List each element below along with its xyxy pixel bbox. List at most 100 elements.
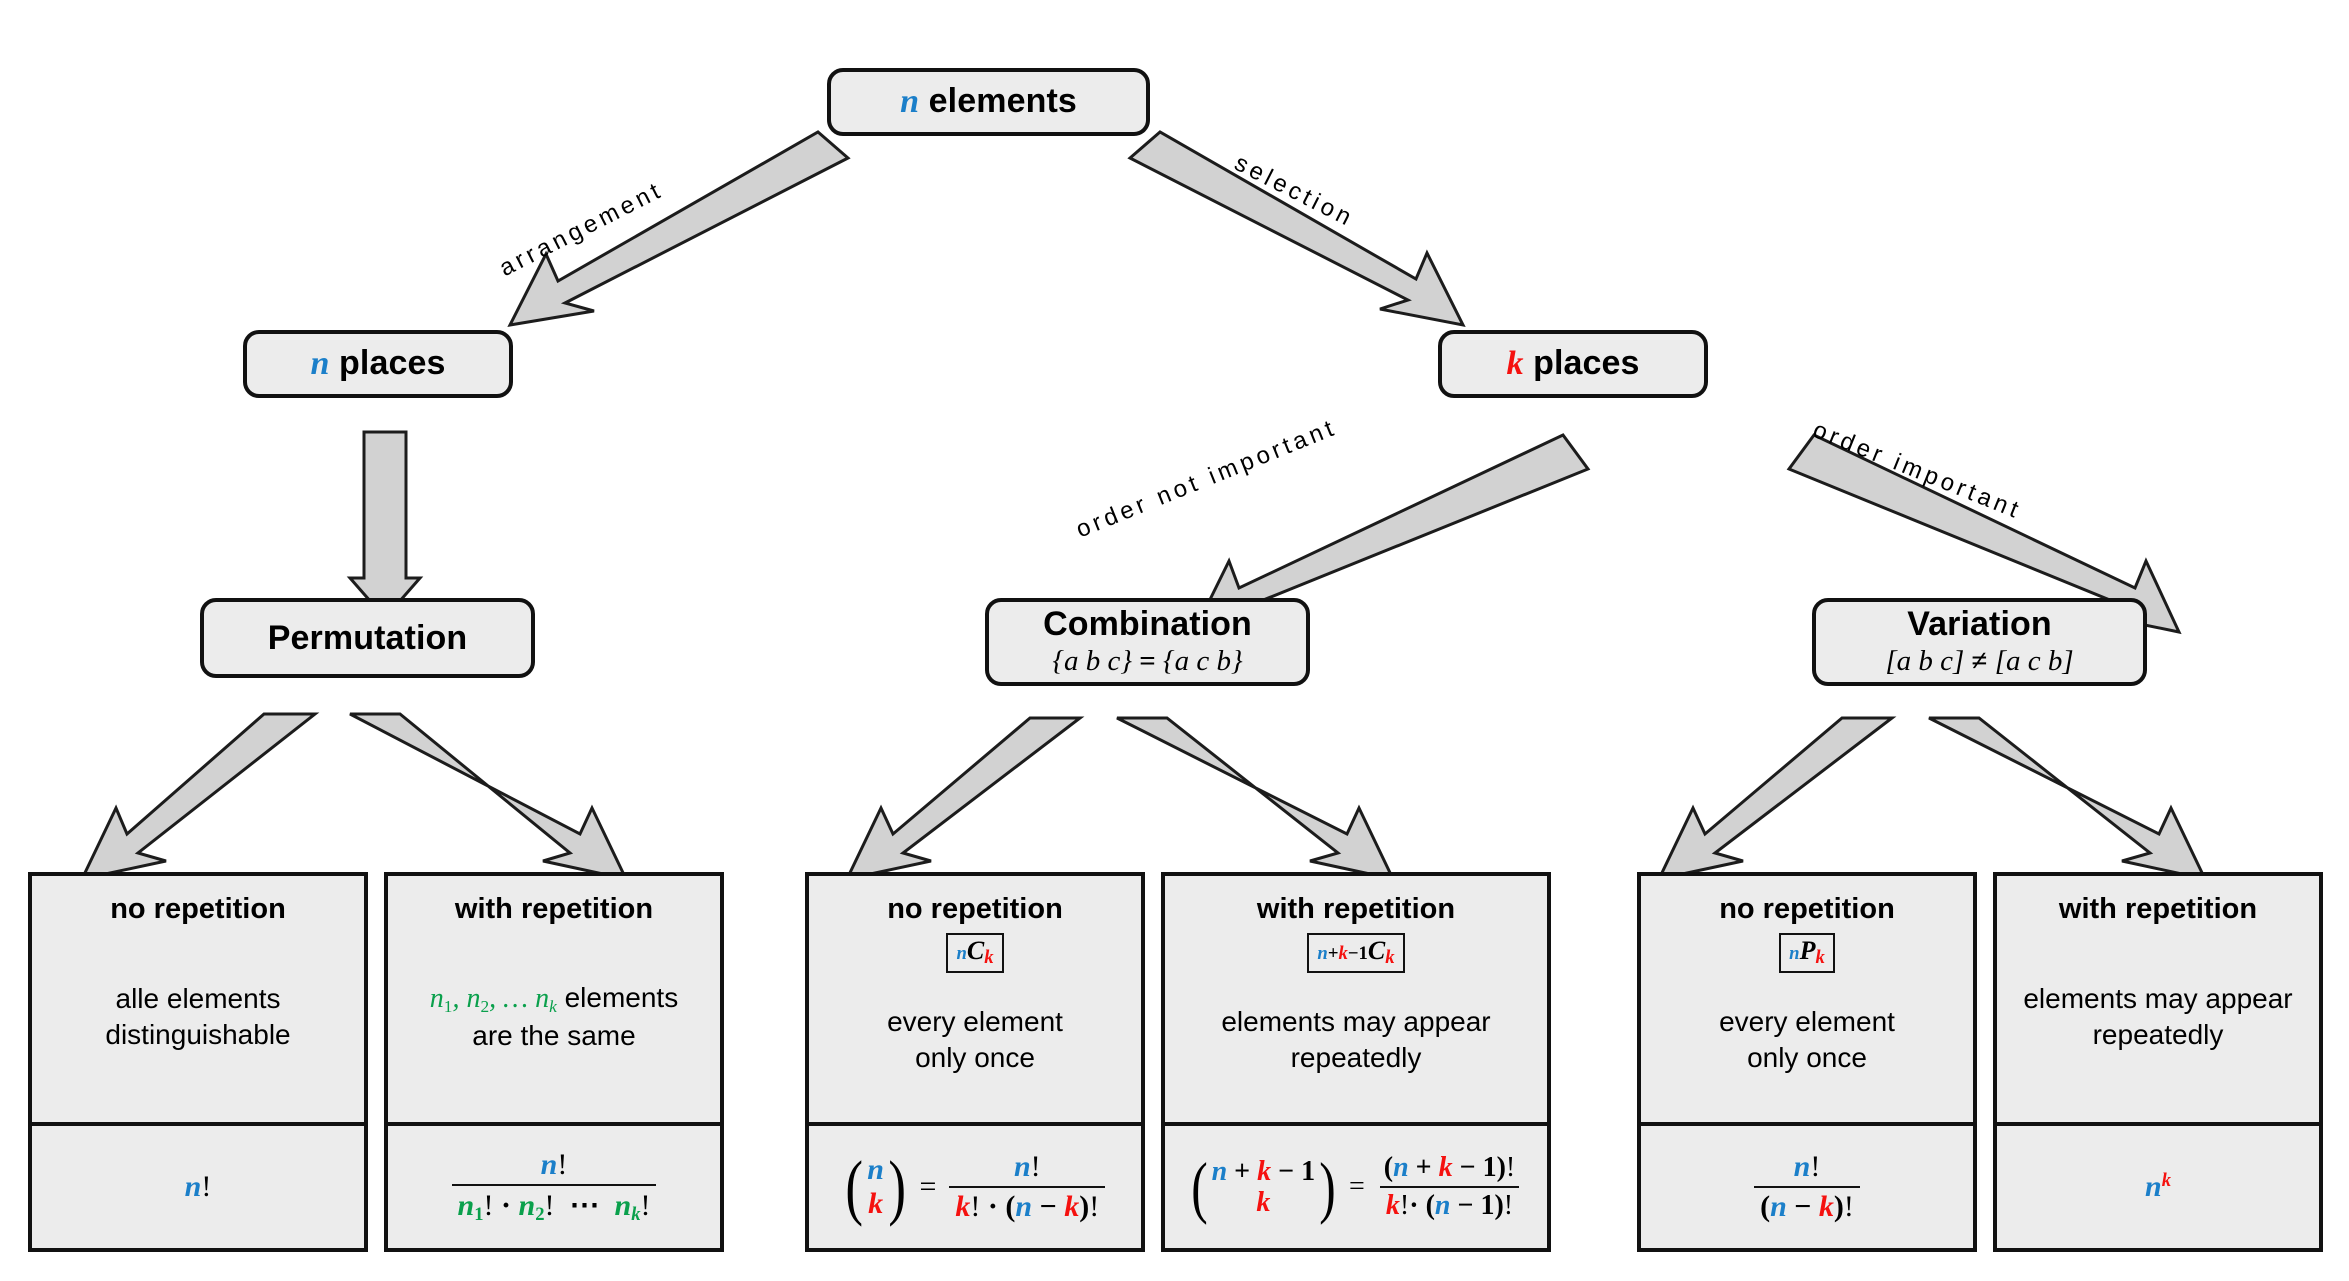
variation-note: [a b c] ≠ [a c b] bbox=[1885, 645, 2073, 678]
card-permutation-with-repetition[interactable]: with repetition n1, n2, … nk elements ar… bbox=[384, 872, 724, 1252]
combination-note-op: = bbox=[1139, 644, 1156, 677]
symbol-nk1ck-k: k bbox=[1338, 942, 1348, 964]
combination-note-right: {a c b} bbox=[1163, 644, 1243, 677]
arrow-permutation-to-card2 bbox=[349, 712, 629, 882]
symbol-nk1ck-mid: C bbox=[1367, 935, 1386, 965]
card-desc-line2: only once bbox=[915, 1042, 1035, 1074]
card-formula: nk bbox=[2145, 1169, 2171, 1204]
edge-label-order-important-text: order important bbox=[1809, 416, 2026, 525]
arrow-permutation-to-card1 bbox=[79, 712, 320, 882]
card-desc: every element only once bbox=[1641, 1004, 1973, 1090]
card-desc-line2: repeatedly bbox=[1290, 1042, 1422, 1074]
edge-label-order-not-important: order not important bbox=[1072, 414, 1341, 544]
root-label-text: elements bbox=[928, 82, 1077, 121]
arrow-combination-to-card1 bbox=[844, 716, 1085, 882]
node-n-elements[interactable]: n elements bbox=[827, 68, 1150, 136]
card-desc-line1: every element bbox=[887, 1006, 1063, 1038]
card-permutation-no-repetition-top: no repetition alle elements distinguisha… bbox=[32, 876, 364, 1126]
combination-note-left: {a b c} bbox=[1052, 644, 1132, 677]
edge-label-order-not-important-text: order not important bbox=[1072, 413, 1341, 544]
arrow-variation-to-card2 bbox=[1928, 716, 2208, 882]
edge-label-arrangement: arrangement bbox=[495, 176, 668, 283]
card-permutation-no-repetition[interactable]: no repetition alle elements distinguisha… bbox=[28, 872, 368, 1252]
card-combination-no-repetition[interactable]: no repetition nCk every element only onc… bbox=[805, 872, 1145, 1252]
n-places-variable: n bbox=[310, 345, 330, 383]
variation-note-op: ≠ bbox=[1971, 644, 1988, 677]
card-desc-line2: are the same bbox=[472, 1020, 636, 1052]
symbol-npk-pre: n bbox=[1789, 942, 1800, 964]
card-variation-with-repetition[interactable]: with repetition elements may appear repe… bbox=[1993, 872, 2323, 1252]
card-variation-no-repetition-top: no repetition nPk every element only onc… bbox=[1641, 876, 1973, 1126]
symbol-nk1ck-n: n bbox=[1317, 942, 1328, 964]
card-head: no repetition bbox=[887, 893, 1063, 925]
symbol-nk1ck-one: 1 bbox=[1358, 942, 1368, 964]
symbol-npk: nPk bbox=[1779, 932, 1835, 973]
symbol-nk1ck-minus: − bbox=[1347, 942, 1359, 964]
card-combination-with-repetition-top: with repetition n+k−1Ck elements may app… bbox=[1165, 876, 1547, 1126]
card-formula: n! bbox=[184, 1170, 212, 1203]
n-places-label-text: places bbox=[339, 344, 446, 383]
node-k-places[interactable]: k places bbox=[1438, 330, 1708, 398]
card-combination-with-repetition[interactable]: with repetition n+k−1Ck elements may app… bbox=[1161, 872, 1551, 1252]
card-desc-line1: every element bbox=[1719, 1006, 1895, 1038]
variation-note-left: [a b c] bbox=[1885, 644, 1965, 677]
card-formula: ( n + k − 1 k ) = (n + k − 1)! k!· (n − … bbox=[1165, 1126, 1547, 1248]
permutation-title: Permutation bbox=[267, 618, 468, 657]
card-desc-line1: n1, n2, … nk elements bbox=[429, 981, 679, 1016]
symbol-npk-post: k bbox=[1815, 947, 1825, 968]
symbol-nk1ck-plus: + bbox=[1327, 942, 1339, 964]
symbol-nk1ck-post: k bbox=[1385, 947, 1395, 968]
symbol-nck-pre: n bbox=[956, 942, 967, 964]
node-n-places-label: n places bbox=[310, 345, 445, 383]
card-desc-line2: only once bbox=[1747, 1042, 1867, 1074]
card-combination-no-repetition-top: no repetition nCk every element only onc… bbox=[809, 876, 1141, 1126]
edge-label-selection: selection bbox=[1230, 149, 1359, 233]
card-desc: elements may appear repeatedly bbox=[1997, 981, 2319, 1067]
root-variable: n bbox=[900, 83, 920, 121]
card-head: with repetition bbox=[1256, 893, 1456, 925]
combination-title: Combination bbox=[1043, 604, 1252, 643]
card-desc: alle elements distinguishable bbox=[32, 981, 364, 1067]
symbol-nck: nCk bbox=[946, 932, 1004, 973]
card-desc: every element only once bbox=[809, 1004, 1141, 1090]
symbol-nck-post: k bbox=[984, 947, 994, 968]
card-desc-line2: repeatedly bbox=[2092, 1018, 2224, 1050]
card-permutation-with-repetition-top: with repetition n1, n2, … nk elements ar… bbox=[388, 876, 720, 1126]
card-formula: ( n k ) = n! k! · (n − k)! bbox=[809, 1126, 1141, 1248]
card-formula: n! (n − k)! bbox=[1641, 1126, 1973, 1248]
arrow-combination-to-card2 bbox=[1116, 716, 1396, 882]
symbol-nk1ck: n+k−1Ck bbox=[1307, 932, 1405, 973]
edge-label-selection-text: selection bbox=[1230, 149, 1359, 233]
node-combination[interactable]: Combination {a b c} = {a c b} bbox=[985, 598, 1310, 686]
edge-label-arrangement-text: arrangement bbox=[495, 176, 668, 282]
card-desc-line1: elements may appear bbox=[1221, 1006, 1491, 1038]
node-variation[interactable]: Variation [a b c] ≠ [a c b] bbox=[1812, 598, 2147, 686]
node-k-places-label: k places bbox=[1506, 345, 1639, 383]
card-head: with repetition bbox=[454, 893, 654, 925]
arrow-n-places-to-permutation bbox=[346, 430, 424, 621]
card-desc: elements may appear repeatedly bbox=[1165, 1004, 1547, 1090]
node-n-places[interactable]: n places bbox=[243, 330, 513, 398]
card-head: with repetition bbox=[2058, 893, 2258, 925]
card-variation-with-repetition-top: with repetition elements may appear repe… bbox=[1997, 876, 2319, 1126]
node-n-elements-label: n elements bbox=[900, 83, 1077, 121]
k-places-variable: k bbox=[1506, 345, 1524, 383]
card-variation-no-repetition[interactable]: no repetition nPk every element only onc… bbox=[1637, 872, 1977, 1252]
card-desc-line2: distinguishable bbox=[105, 1018, 291, 1050]
card-desc-line1: alle elements bbox=[115, 983, 281, 1015]
arrow-root-to-k-places bbox=[1127, 130, 1466, 328]
card-formula: n! n1! · n2! ⋯ nk! bbox=[388, 1126, 720, 1248]
k-places-label-text: places bbox=[1533, 344, 1640, 383]
combination-note: {a b c} = {a c b} bbox=[1052, 645, 1242, 678]
variation-title: Variation bbox=[1907, 604, 2052, 643]
symbol-nck-mid: C bbox=[966, 935, 985, 965]
node-permutation[interactable]: Permutation bbox=[200, 598, 535, 678]
edge-label-order-important: order important bbox=[1809, 416, 2026, 525]
card-head: no repetition bbox=[110, 893, 286, 925]
card-desc: n1, n2, … nk elements are the same bbox=[388, 980, 720, 1068]
arrow-variation-to-card1 bbox=[1656, 716, 1897, 882]
variation-note-right: [a c b] bbox=[1994, 644, 2074, 677]
card-head: no repetition bbox=[1719, 893, 1895, 925]
card-desc-line1: elements may appear bbox=[2023, 983, 2293, 1015]
